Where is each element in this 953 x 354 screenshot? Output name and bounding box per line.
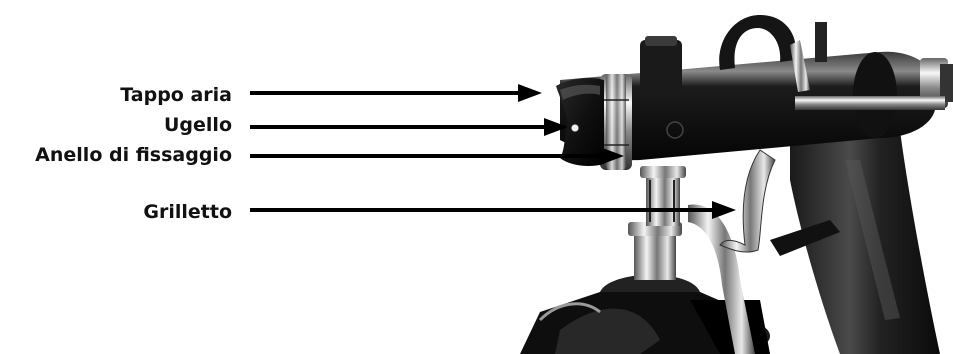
label-retaining-ring: Anello di fissaggio: [35, 144, 232, 166]
trigger: [719, 149, 776, 253]
cup-connector: [628, 166, 686, 280]
body-emboss: [666, 121, 684, 139]
top-hook: [640, 15, 827, 90]
nozzle: [570, 123, 580, 133]
needle-adjuster: [790, 40, 945, 110]
trigger-guard-hook: [770, 220, 840, 256]
retaining-ring: [600, 74, 632, 170]
arrow-trigger-head: [712, 201, 736, 219]
paint-cup-base: [520, 274, 770, 354]
handle-grip: [790, 130, 940, 354]
label-air-cap: Tappo aria: [120, 84, 232, 106]
arrow-nozzle-head: [544, 118, 568, 136]
label-trigger: Grilletto: [143, 201, 232, 223]
front-bracket: [688, 204, 755, 354]
arrow-retaining-ring-head: [600, 147, 624, 165]
label-nozzle: Ugello: [164, 114, 232, 136]
leader-arrows: [250, 84, 736, 219]
arrow-air-cap-head: [518, 84, 542, 102]
air-cap: [556, 78, 604, 166]
